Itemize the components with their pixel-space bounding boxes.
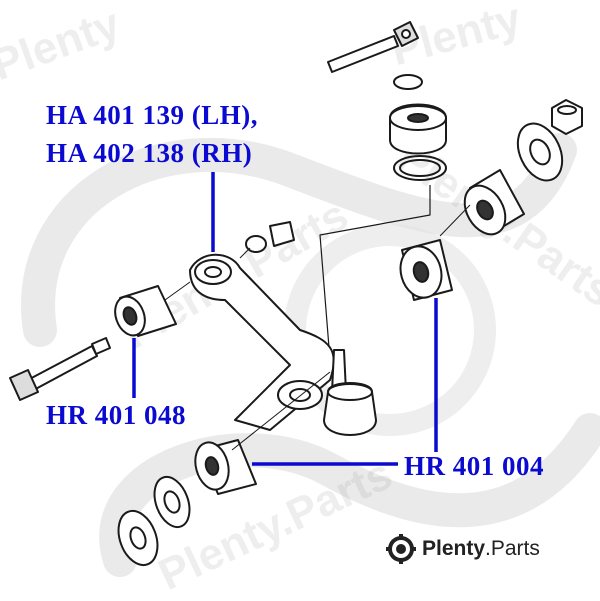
ball-joint	[323, 349, 377, 436]
right-mount	[463, 169, 525, 236]
small-hardware	[245, 221, 295, 253]
brand-name: Plenty	[422, 537, 486, 560]
gear-logo-icon	[386, 534, 416, 564]
part-label-ha-401-139: HA 401 139 (LH),	[46, 100, 259, 130]
upper-bushing	[389, 103, 447, 155]
control-arm	[189, 253, 335, 431]
bushing-hr-401-048	[114, 285, 177, 337]
bushing-hr-401-004-lower	[194, 439, 257, 495]
left-bolt	[9, 337, 111, 401]
part-label-ha-402-138: HA 402 138 (RH)	[46, 138, 253, 168]
clamp-ring	[393, 155, 447, 181]
washer-right	[516, 122, 564, 182]
suspension-diagram	[9, 21, 583, 567]
top-washer	[393, 74, 423, 90]
part-label-hr-401-048: HR 401 048	[46, 400, 186, 430]
nut-right	[551, 99, 583, 135]
washer-lower	[117, 475, 191, 567]
part-label-hr-401-004: HR 401 004	[404, 451, 544, 481]
top-bolt	[327, 21, 419, 73]
brand-tld: .Parts	[485, 537, 540, 560]
bushing-hr-401-004-upper	[399, 239, 453, 301]
brand-logo: Plenty.Parts	[386, 534, 540, 564]
